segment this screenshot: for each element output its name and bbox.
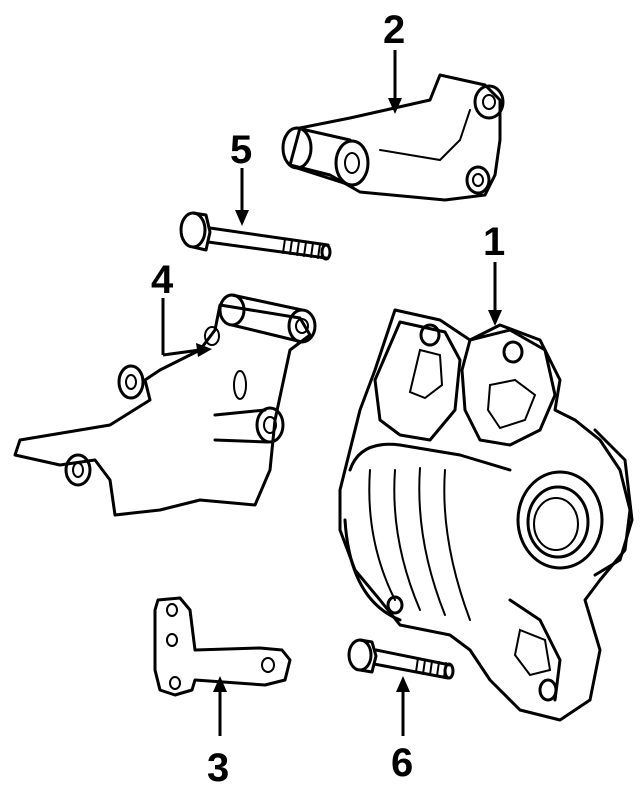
upper-mounting-bracket[interactable] bbox=[281, 73, 505, 202]
callout-4: 4 bbox=[151, 258, 174, 302]
callout-2: 2 bbox=[383, 8, 405, 52]
callout-3: 3 bbox=[207, 746, 229, 790]
lower-mounting-bracket[interactable] bbox=[13, 293, 317, 517]
alternator[interactable] bbox=[338, 308, 634, 722]
support-brace[interactable] bbox=[153, 596, 292, 697]
mounting-bolt[interactable] bbox=[347, 638, 455, 680]
callout-6: 6 bbox=[391, 741, 413, 785]
callout-1: 1 bbox=[483, 220, 505, 264]
callout-leader-6 bbox=[396, 676, 410, 736]
callout-5: 5 bbox=[230, 128, 252, 172]
callout-leader-1 bbox=[488, 262, 502, 326]
callout-leader-4 bbox=[161, 298, 212, 357]
callout-leader-5 bbox=[235, 168, 249, 226]
callout-leader-3 bbox=[213, 676, 227, 736]
callout-leader-2 bbox=[388, 50, 402, 114]
pivot-bolt[interactable] bbox=[179, 211, 332, 261]
